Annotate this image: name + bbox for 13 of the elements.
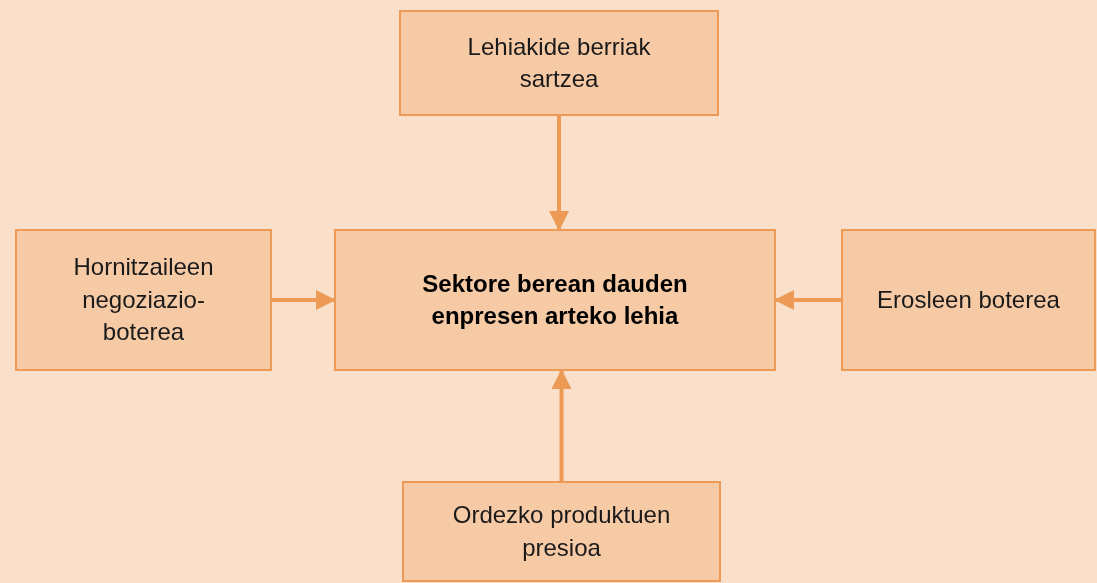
arrow — [549, 116, 569, 231]
factor-box — [15, 229, 272, 371]
box-text: Lehiakide berriak sartzea — [466, 31, 652, 94]
box-text: Ordezko produktuen presioa — [451, 500, 672, 563]
factor-box — [399, 10, 719, 116]
box-text: Sektore berean dauden enpresen arteko lehia — [421, 268, 689, 331]
box-text: Erosleen boterea — [877, 284, 1060, 315]
factor-box — [402, 481, 721, 582]
arrow — [551, 369, 572, 481]
central-box — [334, 229, 776, 371]
factor-box — [841, 229, 1096, 371]
box-text: Hornitzaileen negoziazio-boterea — [72, 252, 215, 348]
arrow — [272, 290, 336, 310]
